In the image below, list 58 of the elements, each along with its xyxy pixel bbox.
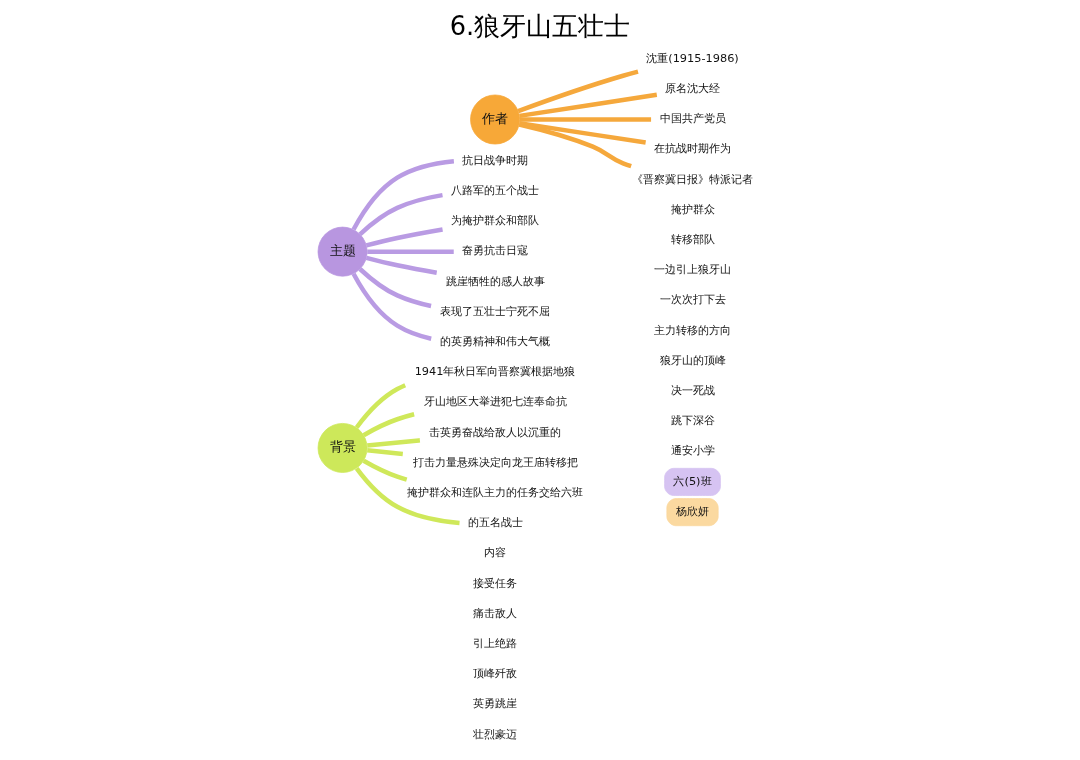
label: 接受任务 xyxy=(473,575,518,590)
node-box: 杨欣妍 xyxy=(666,498,719,527)
label: 掩护群众 xyxy=(670,201,715,216)
connector xyxy=(354,467,460,526)
node-box: 六(5)班 xyxy=(664,467,721,496)
connector xyxy=(358,192,443,236)
node-text: 的五名战士 xyxy=(467,515,523,530)
diagram-title: 6.狼牙山五壮士 xyxy=(449,11,631,42)
node-text: 1941年秋日军向晋察冀根据地狼 xyxy=(414,364,576,379)
node-text: 原名沈大经 xyxy=(665,80,721,95)
node-text: 八路军的五个战士 xyxy=(451,182,540,197)
label: 转移部队 xyxy=(670,231,715,246)
node-text: 抗日战争时期 xyxy=(462,152,529,167)
label: 英勇跳崖 xyxy=(473,696,518,711)
label: 一边引上狼牙山 xyxy=(654,262,732,277)
node-text: 掩护群众和连队主力的任务交给六班 xyxy=(407,484,584,499)
node-text: 跳崖牺牲的感人故事 xyxy=(445,273,545,288)
label: 引上绝路 xyxy=(473,635,518,650)
node-text: 牙山地区大举进犯七连奉命抗 xyxy=(423,394,567,409)
label: 痛击敌人 xyxy=(473,605,518,620)
label: 跳下深谷 xyxy=(670,413,715,428)
node-text: 在抗战时期作为 xyxy=(654,141,732,156)
node-text: 中国共产党员 xyxy=(659,111,726,126)
node-circle: 作者 xyxy=(470,94,520,145)
label: 狼牙山的顶峰 xyxy=(659,352,726,367)
connector xyxy=(367,249,454,254)
connector xyxy=(362,412,415,438)
label: 内容 xyxy=(484,545,507,560)
connector xyxy=(365,227,443,248)
connector xyxy=(351,272,432,341)
node-circle: 主题 xyxy=(317,226,368,277)
node-text: 击英勇奋战给敌人以沉重的 xyxy=(429,424,562,439)
connector xyxy=(519,120,646,145)
node-text: 《晋察冀日报》特派记者 xyxy=(632,171,754,186)
connector xyxy=(351,158,455,231)
connector xyxy=(367,438,421,448)
label: 通安小学 xyxy=(670,443,715,458)
connector xyxy=(362,458,408,482)
node-text: 沈重(1915-1986) xyxy=(646,50,739,65)
connector xyxy=(519,92,658,119)
node-text: 为掩护群众和部队 xyxy=(451,213,540,228)
connector xyxy=(358,267,432,309)
label: 顶峰歼敌 xyxy=(473,666,518,681)
label: 决一死战 xyxy=(670,382,715,397)
node-text: 打击力量悬殊决定向龙王庙转移把 xyxy=(412,454,578,469)
node-circle: 背景 xyxy=(317,423,368,473)
connector xyxy=(365,255,438,275)
node-text: 表现了五壮士宁死不屈 xyxy=(440,303,551,318)
connector xyxy=(519,117,652,122)
label: 主力转移的方向 xyxy=(654,322,732,337)
connector xyxy=(518,122,632,169)
node-text: 奋勇抗击日寇 xyxy=(462,243,529,258)
label: 壮烈豪迈 xyxy=(473,726,518,741)
connector xyxy=(517,69,639,114)
connector xyxy=(367,448,403,457)
node-text: 的英勇精神和伟大气概 xyxy=(440,333,551,348)
connector xyxy=(354,383,407,429)
label: 一次次打下去 xyxy=(659,292,726,307)
